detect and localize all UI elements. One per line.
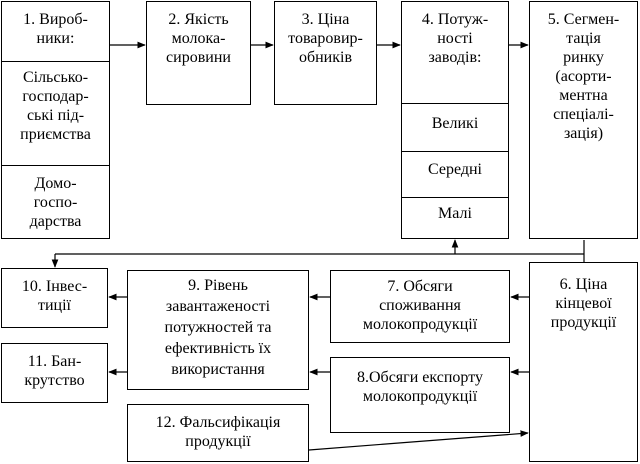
box-10-label: 10. Інвес- тиції [21, 278, 88, 314]
box-1-sub-households: Домо- госпо- дарства [2, 165, 109, 238]
box-3-label: 3. Ціна товаровир- обників [288, 11, 363, 66]
arrow-12-to-6 [308, 430, 529, 451]
box-1-sub-agri: Сільсько- господар- ські під- приємства [2, 61, 109, 165]
box-1-title: 1. Вироб- ники: [23, 11, 88, 47]
box-11-bankruptcy: 11. Бан- крутство [1, 343, 108, 403]
box-11-label: 11. Бан- крутство [24, 353, 85, 389]
box-4-sub-small: Малі [402, 197, 508, 238]
box-2-milk-quality: 2. Якість молока- сировини [146, 1, 251, 105]
box-7-label: 7. Обсяги споживання молокопродукції [362, 278, 478, 333]
box-10-investments: 10. Інвес- тиції [1, 268, 108, 328]
box-8-export: 8.Обсяги експорту молокопродукції [330, 357, 510, 433]
box-7-consumption: 7. Обсяги споживання молокопродукції [330, 270, 510, 343]
box-9-label: 9. Рівень завантаженості потужностей та … [164, 277, 272, 378]
box-9-capacity-utilization: 9. Рівень завантаженості потужностей та … [127, 270, 309, 390]
box-4-title: 4. Потуж- ності заводів: [421, 11, 489, 66]
box-4-plant-capacity: 4. Потуж- ності заводів: Великі Середні … [401, 1, 509, 239]
box-4-sub-medium: Середні [402, 151, 508, 197]
box-3-producer-price: 3. Ціна товаровир- обників [274, 1, 377, 105]
box-4-sub-large: Великі [402, 103, 508, 151]
box-1-producers: 1. Вироб- ники: Сільсько- господар- ські… [1, 1, 110, 239]
box-4-sub-medium-label: Середні [427, 161, 482, 178]
box-5-label: 5. Сегмен- тація ринку (асорти- ментна с… [547, 11, 620, 142]
box-8-label: 8.Обсяги експорту молокопродукції [357, 369, 483, 405]
box-4-sub-large-label: Великі [431, 115, 479, 132]
box-2-label: 2. Якість молока- сировини [166, 11, 231, 66]
box-5-market-segmentation: 5. Сегмен- тація ринку (асорти- ментна с… [529, 1, 638, 239]
box-12-label: 12. Фальсифікація продукції [155, 414, 281, 450]
box-6-label: 6. Ціна кінцевої продукції [550, 276, 617, 331]
box-6-final-price: 6. Ціна кінцевої продукції [529, 262, 638, 462]
box-12-falsification: 12. Фальсифікація продукції [127, 404, 309, 462]
box-1-sub-agri-label: Сільсько- господар- ські під- приємства [20, 69, 91, 143]
box-4-sub-small-label: Малі [438, 205, 472, 222]
box-1-sub-households-label: Домо- госпо- дарства [29, 175, 82, 230]
